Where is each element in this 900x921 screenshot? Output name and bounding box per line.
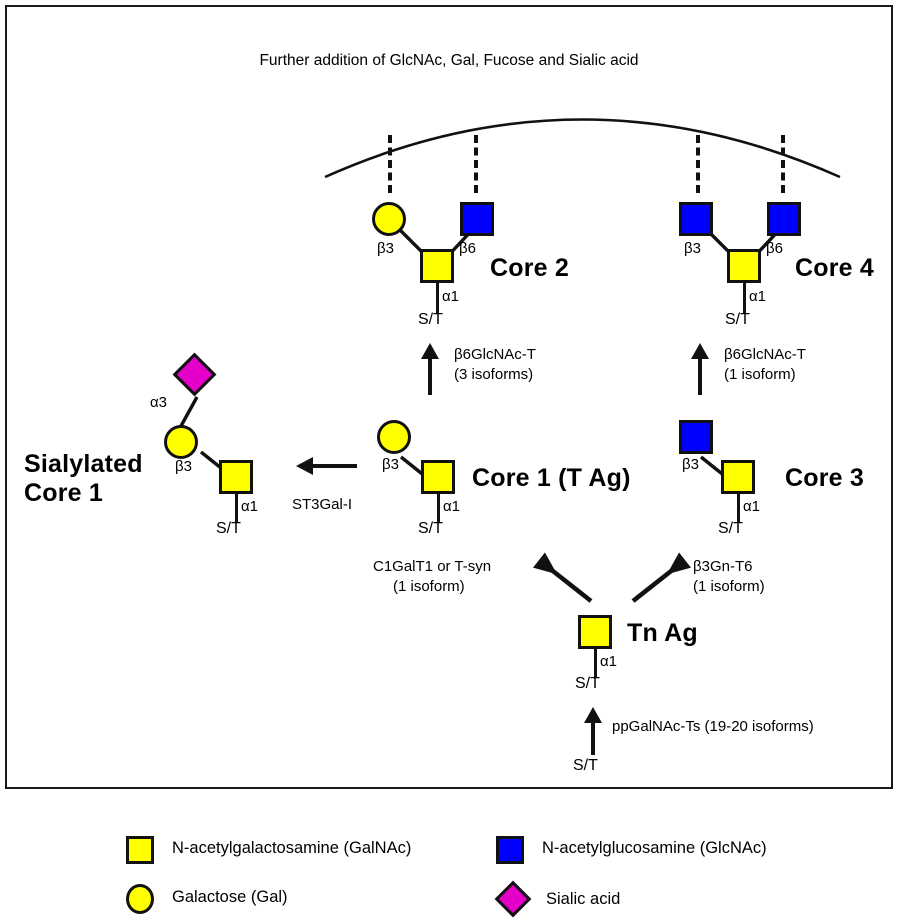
core4-glcnac3-extension-dashed [696, 135, 700, 193]
core3-glcnac-symbol [679, 420, 713, 454]
tn-to-core1-enzyme-isoforms: (1 isoform) [393, 578, 465, 595]
core1-to-core2-enzyme-name: β6GlcNAc-T [454, 346, 536, 363]
sialylated-core-1-name-line2: Core 1 [24, 479, 104, 507]
pathway-panel: Further addition of GlcNAc, Gal, Fucose … [5, 5, 893, 789]
core2-alpha1-label: α1 [442, 288, 460, 305]
tn-ag-galnac-symbol [578, 615, 612, 649]
sialylated-core1-beta3-label: β3 [175, 458, 192, 475]
core2-galactose-symbol [372, 202, 406, 236]
core2-attachment-label: S/T [418, 311, 443, 328]
core2-beta6-label: β6 [459, 240, 476, 257]
sialylated-core-1-name-line1: Sialylated [24, 450, 143, 478]
legend-panel: N-acetylgalactosamine (GalNAc) N-acetylg… [0, 800, 900, 921]
core2-glcnac-extension-dashed [474, 135, 478, 193]
core1-attachment-label: S/T [418, 520, 443, 537]
core-2-name-label: Core 2 [490, 254, 570, 282]
sialylated-core1-galnac-symbol [219, 460, 253, 494]
core1-to-core2-arrow-head [421, 343, 439, 359]
core1-to-core2-arrow-shaft [428, 355, 432, 395]
core1-to-core2-enzyme-isoforms: (3 isoforms) [454, 366, 534, 383]
tn-ag-attachment-label: S/T [575, 675, 600, 692]
legend-label-galnac: N-acetylgalactosamine (GalNAc) [172, 839, 412, 857]
st3gal-enzyme-name: ST3Gal-I [292, 496, 353, 513]
core2-stem-line [436, 283, 439, 313]
st3gal-arrow-head [296, 457, 313, 475]
legend-label-glcnac: N-acetylglucosamine (GlcNAc) [542, 839, 767, 857]
galactose-circle-icon [126, 884, 154, 914]
tn-to-core3-arrow [631, 552, 692, 603]
tn-ag-name-label: Tn Ag [627, 619, 698, 647]
core3-to-core4-enzyme-isoforms: (1 isoform) [724, 366, 796, 383]
ppgalnac-arrow-head [584, 707, 602, 723]
core4-glcnac6-extension-dashed [781, 135, 785, 193]
tn-to-core1-enzyme-name: C1GalT1 or T-syn [373, 558, 492, 575]
core3-stem-line [737, 494, 740, 522]
legend-label-sialic-acid: Sialic acid [546, 890, 621, 908]
further-addition-arc [324, 118, 841, 179]
core4-attachment-label: S/T [725, 311, 750, 328]
core4-alpha1-label: α1 [749, 288, 767, 305]
core3-to-core4-arrow-shaft [698, 355, 702, 395]
core4-glcnac-beta6-symbol [767, 202, 801, 236]
galnac-square-icon [126, 836, 154, 864]
core4-stem-line [743, 283, 746, 313]
core2-glcnac-symbol [460, 202, 494, 236]
ppgalnac-enzyme-name: ppGalNAc-Ts (19-20 isoforms) [612, 718, 814, 735]
sialylated-core1-stem-line [235, 494, 238, 522]
tn-to-core1-arrow [532, 552, 593, 603]
st3gal-arrow-shaft [313, 464, 357, 468]
core3-attachment-label: S/T [718, 520, 743, 537]
core-1-name-label: Core 1 (T Ag) [472, 464, 631, 492]
sialylated-core1-galactose-symbol [164, 425, 198, 459]
core2-galnac-symbol [420, 249, 454, 283]
core2-gal-extension-dashed [388, 135, 392, 193]
tn-to-core3-enzyme-isoforms: (1 isoform) [693, 578, 765, 595]
sialylated-core1-attachment-label: S/T [216, 520, 241, 537]
core1-galnac-symbol [421, 460, 455, 494]
core4-glcnac-beta3-symbol [679, 202, 713, 236]
core-3-name-label: Core 3 [785, 464, 865, 492]
core1-alpha1-label: α1 [443, 498, 461, 515]
tn-ag-stem-line [594, 649, 597, 677]
peptide-attachment-label: S/T [573, 757, 598, 774]
core3-to-core4-arrow-head [691, 343, 709, 359]
core2-beta3-label: β3 [377, 240, 394, 257]
core3-to-core4-enzyme-name: β6GlcNAc-T [724, 346, 806, 363]
core4-beta6-label: β6 [766, 240, 783, 257]
tn-to-core3-enzyme-name: β3Gn-T6 [693, 558, 753, 575]
core4-beta3-label: β3 [684, 240, 701, 257]
core-4-name-label: Core 4 [795, 254, 875, 282]
core1-stem-line [437, 494, 440, 522]
sialic-acid-diamond-icon [494, 880, 532, 918]
core4-galnac-symbol [727, 249, 761, 283]
core3-galnac-symbol [721, 460, 755, 494]
tn-ag-alpha1-label: α1 [600, 653, 618, 670]
core1-galactose-symbol [377, 420, 411, 454]
ppgalnac-arrow-shaft [591, 719, 595, 755]
core3-alpha1-label: α1 [743, 498, 761, 515]
core3-beta3-label: β3 [682, 456, 699, 473]
glcnac-square-icon [496, 836, 524, 864]
legend-label-galactose: Galactose (Gal) [172, 888, 288, 906]
sialylated-core1-alpha1-label: α1 [241, 498, 259, 515]
core1-beta3-label: β3 [382, 456, 399, 473]
further-addition-label: Further addition of GlcNAc, Gal, Fucose … [259, 52, 639, 69]
sialylated-core1-alpha3-label: α3 [150, 394, 168, 411]
